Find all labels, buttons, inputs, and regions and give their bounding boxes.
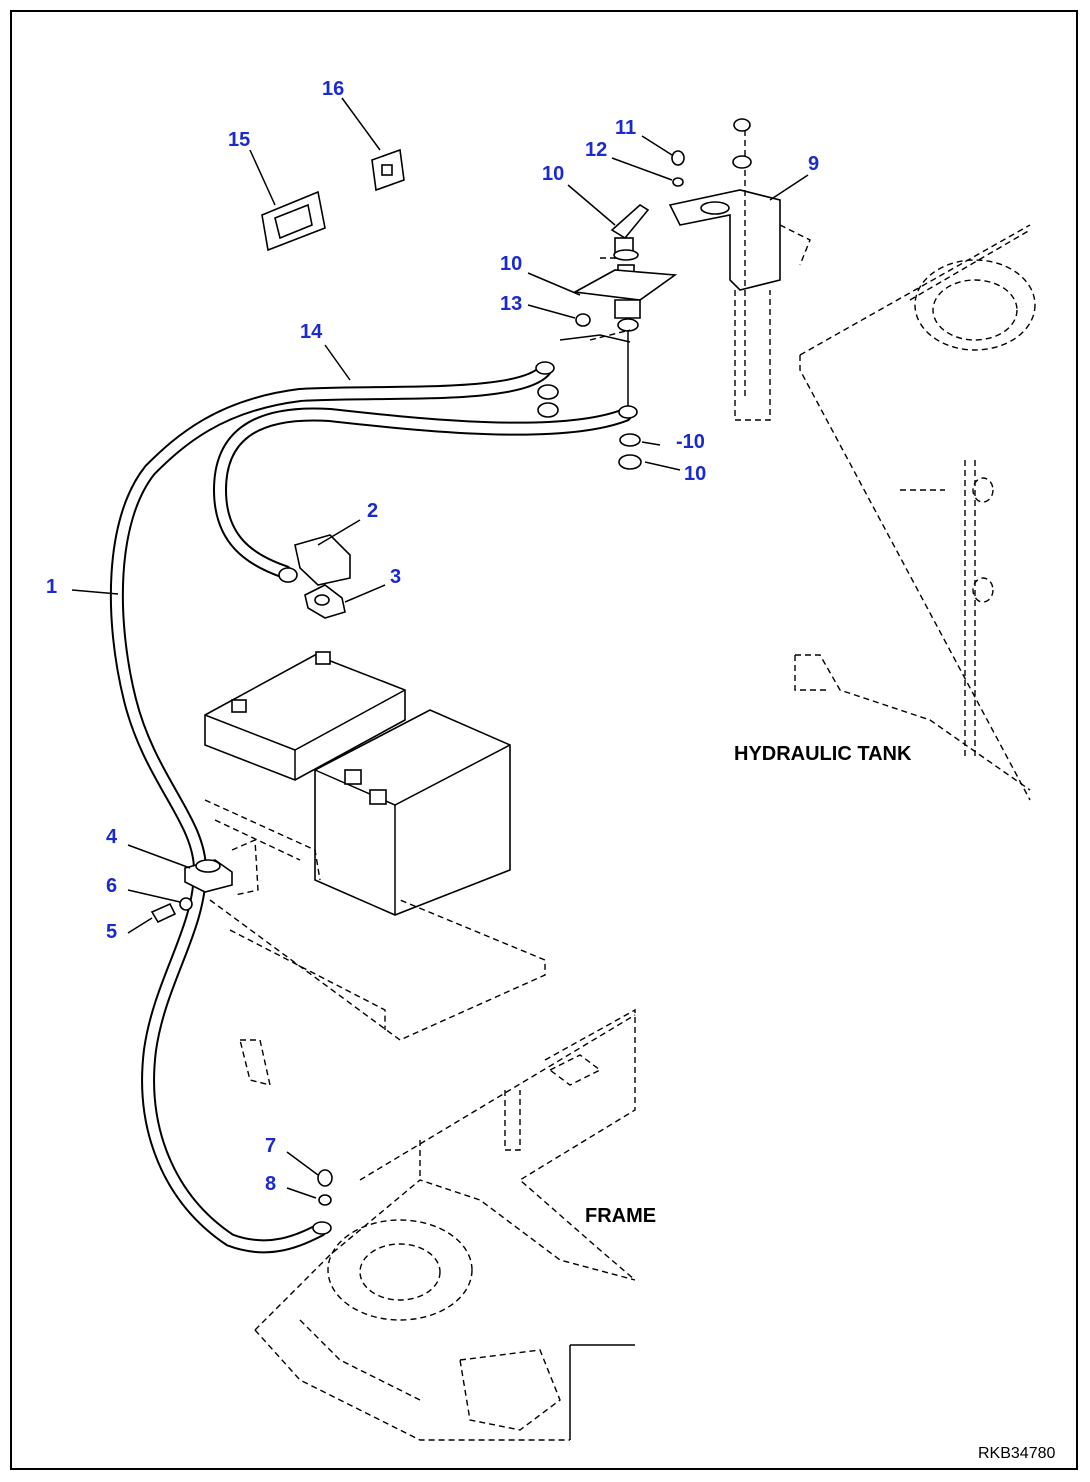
hydraulic-tank-label: HYDRAULIC TANK — [734, 743, 912, 765]
terminal-covers — [294, 534, 351, 619]
leader-lines — [71, 97, 809, 1199]
cable-clamp — [150, 838, 259, 924]
decals — [261, 148, 405, 252]
callout-10-handle: 10 — [542, 163, 564, 185]
callout-11: 11 — [615, 117, 636, 139]
frame-outline — [254, 1008, 636, 1441]
callout-7: 7 — [265, 1135, 276, 1157]
callout-10-nut: 10 — [684, 463, 706, 485]
callout-16: 16 — [322, 78, 344, 100]
callout-6: 6 — [106, 875, 117, 897]
callout-8: 8 — [265, 1173, 276, 1195]
callout-1: 1 — [46, 576, 57, 598]
callout-14: 14 — [300, 321, 323, 343]
bracket-9 — [668, 118, 811, 421]
callout-10-plate: 10 — [500, 253, 522, 275]
disconnect-switch — [572, 150, 685, 410]
callout-12: 12 — [585, 139, 607, 161]
drawing-sheet — [10, 10, 1078, 1470]
callout-4: 4 — [106, 826, 118, 848]
hydraulic-tank-outline — [794, 224, 1036, 801]
callout-3: 3 — [390, 566, 401, 588]
callout-5: 5 — [106, 921, 117, 943]
callout-15: 15 — [228, 129, 250, 151]
battery-cables — [109, 361, 642, 1254]
drawing-code: RKB34780 — [978, 1445, 1055, 1462]
callout-2: 2 — [367, 500, 378, 522]
batteries — [204, 651, 546, 1086]
frame-label: FRAME — [585, 1205, 656, 1227]
callout-10-washer: -10 — [676, 431, 705, 453]
callout-9: 9 — [808, 153, 819, 175]
callout-13: 13 — [500, 293, 522, 315]
